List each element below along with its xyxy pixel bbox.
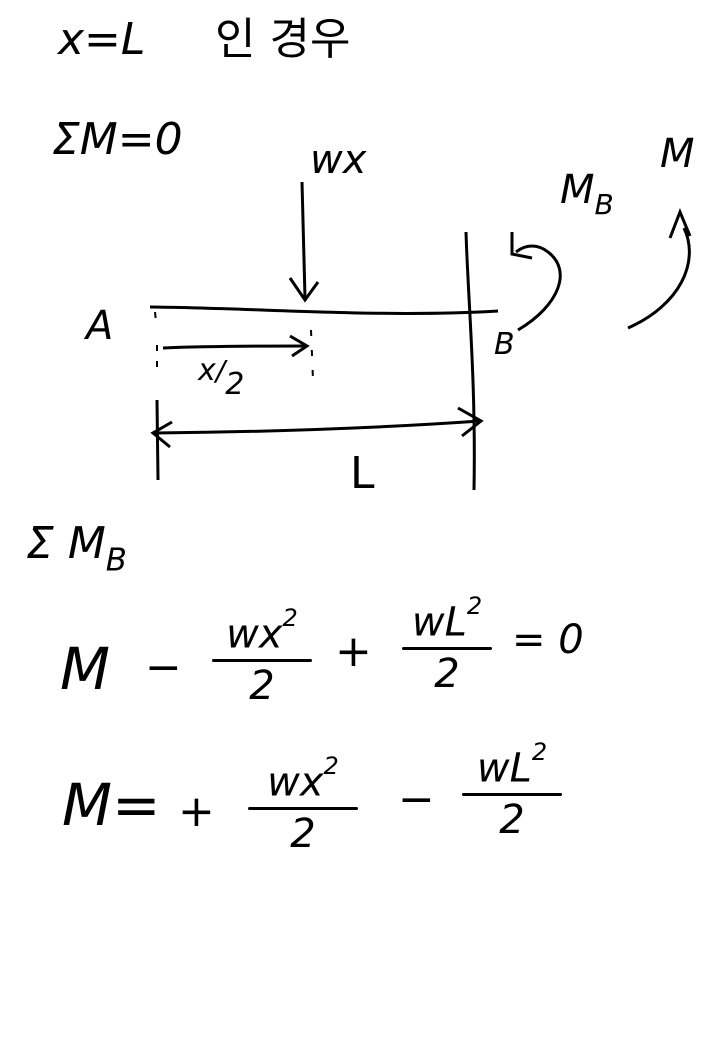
eq1-term1-exp: 2: [282, 604, 298, 632]
eq2-op2: −: [398, 774, 435, 825]
eq2-op1: +: [178, 786, 215, 837]
left-tick: [154, 311, 158, 375]
point-a-label: A: [86, 303, 114, 349]
eq1-lhs: M: [60, 635, 111, 703]
sum-mb-sub: B: [105, 542, 127, 579]
sum-mb-label: Σ MB: [26, 522, 127, 576]
sum-moment-equation: ΣM=0: [52, 114, 183, 165]
sum-mb-main: M: [67, 518, 106, 569]
beam-line: [149, 305, 499, 315]
eq1-term2-num: wL: [411, 599, 467, 646]
moment-m-arrow: [627, 227, 691, 330]
eq1-term2-fraction: wL2 2: [402, 594, 492, 694]
half-x-numerator: x: [198, 353, 216, 388]
eq1-rhs: = 0: [512, 617, 584, 663]
condition-text: x=L: [58, 14, 146, 65]
eq2-term1-exp: 2: [323, 752, 339, 780]
eq1-term2-den: 2: [434, 650, 460, 697]
eq2-term2-exp: 2: [531, 738, 548, 766]
load-arrow: [300, 181, 307, 299]
beam-diagram: [149, 181, 692, 491]
length-left-wall: [155, 399, 160, 481]
eq2-term2-fraction: wL2 2: [462, 740, 562, 840]
length-label: L: [350, 448, 375, 499]
moment-mb-label: MB: [560, 170, 614, 219]
eq2-term1-num: wx: [267, 759, 324, 806]
load-label: wx: [310, 137, 367, 183]
half-x-label: x/2: [198, 353, 245, 402]
length-arrow: [154, 419, 481, 435]
eq2-term2-num: wL: [476, 745, 532, 792]
eq1-op2: +: [335, 626, 372, 677]
eq2-term2-den: 2: [499, 796, 525, 843]
eq1-term2-exp: 2: [466, 592, 483, 620]
moment-mb-sub: B: [594, 188, 614, 222]
point-b-label: B: [494, 327, 515, 362]
eq2-lhs: M=: [62, 771, 161, 839]
moment-mb-main: M: [560, 167, 595, 213]
eq2-term1-fraction: wx2 2: [248, 754, 358, 854]
half-x-arrow: [162, 344, 306, 350]
moment-mb-arrow: [515, 244, 562, 332]
korean-case-text: 인 경우: [215, 14, 351, 65]
eq1-term1-den: 2: [249, 662, 275, 709]
moment-m-label: M: [660, 131, 695, 177]
eq1-op1: −: [145, 642, 182, 693]
support-wall: [464, 231, 476, 491]
sigma-symbol: Σ: [26, 518, 54, 569]
eq1-term1-num: wx: [226, 611, 283, 658]
eq2-term1-den: 2: [290, 810, 316, 857]
half-x-denominator: 2: [225, 367, 245, 402]
eq1-term1-fraction: wx2 2: [212, 606, 312, 706]
